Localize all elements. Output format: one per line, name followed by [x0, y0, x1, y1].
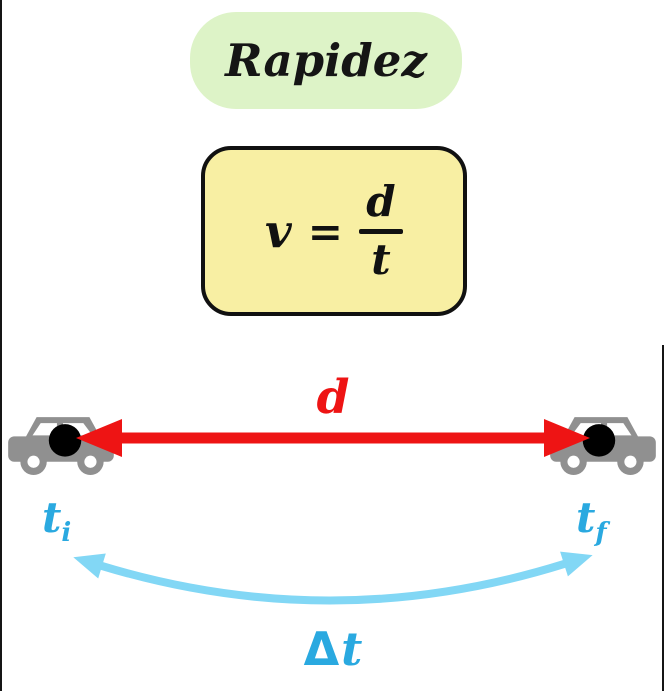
time-arrowhead-left [73, 553, 106, 579]
fraction-numerator: d [366, 177, 396, 227]
final-time-subscript: f [595, 518, 607, 549]
distance-arrow-shaft [114, 432, 552, 444]
final-time-base: t [576, 493, 596, 542]
title-badge: Rapidez [190, 12, 462, 109]
fraction-bar [358, 228, 403, 234]
time-interval-base: t [341, 622, 363, 676]
car-rear-wheel-hub [84, 455, 97, 468]
car-front-window [607, 423, 632, 436]
time-interval-curve [98, 560, 568, 605]
initial-time-subscript: i [61, 518, 72, 549]
delta-symbol: Δ [303, 622, 340, 676]
car-front-wheel-hub [624, 455, 637, 468]
position-dot-right [582, 424, 616, 457]
distance-label: d [316, 370, 350, 425]
formula-card: v = d t [201, 146, 467, 316]
initial-time-base: t [42, 493, 62, 542]
distance-arrowhead-right [544, 419, 590, 457]
time-interval-label: Δt [76, 626, 590, 672]
formula-fraction: d t [358, 177, 403, 284]
car-icon-left [8, 417, 114, 475]
car-rear-wheel-hub [567, 455, 580, 468]
distance-arrow [76, 419, 590, 457]
equals-sign: = [307, 206, 343, 256]
car-front-window [32, 423, 57, 436]
formula-variable: v [265, 204, 292, 258]
car-front-wheel-hub [27, 455, 40, 468]
time-interval-arrow [73, 551, 593, 605]
left-edge-line [0, 0, 2, 691]
initial-time-label: ti [42, 497, 72, 549]
fraction-denominator: t [371, 234, 391, 284]
distance-arrowhead-left [76, 419, 122, 457]
position-dot-left [48, 424, 82, 457]
right-edge-line [662, 345, 664, 691]
title-text: Rapidez [225, 34, 427, 87]
time-arrowhead-right [560, 551, 593, 577]
final-time-label: tf [576, 497, 607, 549]
